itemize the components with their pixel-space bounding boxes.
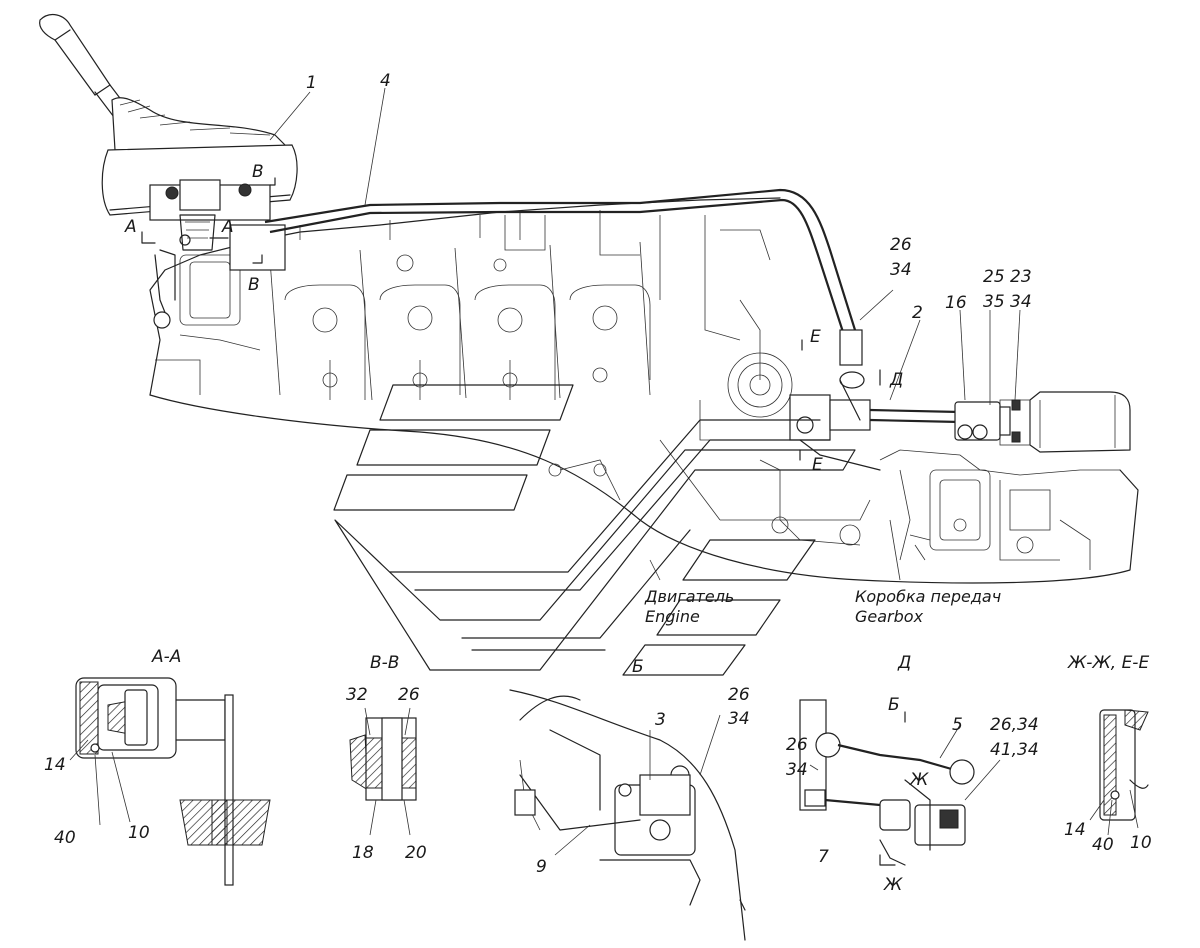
marker-b-logo: Б xyxy=(632,657,644,677)
marker-a-right: А xyxy=(221,217,234,237)
vv-callout-26: 26 xyxy=(398,685,420,705)
joint-d xyxy=(789,379,881,471)
section-zhe-view xyxy=(1089,709,1149,836)
marker-d: Д xyxy=(889,370,903,390)
callout-34-top: 34 xyxy=(890,260,912,280)
section-vv-view xyxy=(349,707,417,836)
engine-label-ru: Двигатель xyxy=(644,587,734,606)
callout-34-right: 34 xyxy=(1010,292,1032,312)
aa-callout-14: 14 xyxy=(44,755,66,775)
d-callout-26: 26 xyxy=(786,735,808,755)
section-markers xyxy=(141,177,881,461)
d-marker-zh-bottom: Ж xyxy=(883,875,903,895)
callout-16: 16 xyxy=(945,293,967,313)
view-b xyxy=(509,689,746,941)
marker-v-top: В xyxy=(252,162,264,182)
gearbox-label-ru: Коробка передач xyxy=(855,587,1001,606)
vv-callout-20: 20 xyxy=(405,843,427,863)
marker-e-top: Е xyxy=(810,327,821,347)
gear-lever xyxy=(39,13,298,329)
b-callout-3: 3 xyxy=(655,710,666,730)
gearbox-label-en: Gearbox xyxy=(855,607,924,626)
zhe-callout-14: 14 xyxy=(1064,820,1086,840)
shift-rod-4 xyxy=(264,188,865,389)
view-d xyxy=(799,699,1001,866)
engine-label-en: Engine xyxy=(645,607,700,626)
marker-v-bottom: В xyxy=(248,275,260,295)
marker-e-bottom: Е xyxy=(812,455,823,475)
callout-26-top: 26 xyxy=(890,235,912,255)
callout-1: 1 xyxy=(306,73,317,93)
section-d-title: Д xyxy=(897,653,911,673)
callouts: 1 4 26 34 2 16 25 35 23 34 В А А В Е Д Е… xyxy=(44,71,1152,895)
d-callout-5: 5 xyxy=(952,715,963,735)
callout-4: 4 xyxy=(380,71,391,91)
callout-25: 25 xyxy=(983,267,1005,287)
d-marker-zh-top: Ж xyxy=(909,770,929,790)
section-aa-view xyxy=(69,677,271,886)
b-callout-9: 9 xyxy=(536,857,547,877)
aa-callout-10: 10 xyxy=(128,823,150,843)
vv-callout-18: 18 xyxy=(352,843,374,863)
leader-lines xyxy=(269,87,1021,581)
b-callout-26: 26 xyxy=(728,685,750,705)
callout-2: 2 xyxy=(912,303,923,323)
d-callout-26-34: 26,34 xyxy=(990,715,1039,735)
shift-rod-2 xyxy=(869,399,1021,443)
section-zhe-title: Ж-Ж, Е-Е xyxy=(1067,653,1149,673)
section-aa-title: А-А xyxy=(151,647,181,667)
d-callout-7: 7 xyxy=(818,847,829,867)
section-vv-title: В-В xyxy=(370,653,399,673)
callout-23: 23 xyxy=(1010,267,1032,287)
marker-a-left: А xyxy=(124,217,137,237)
zhe-callout-10: 10 xyxy=(1130,833,1152,853)
callout-35: 35 xyxy=(983,292,1005,312)
b-callout-34: 34 xyxy=(728,709,750,729)
gearbox xyxy=(879,391,1131,570)
d-callout-34: 34 xyxy=(786,760,808,780)
chevron-logo xyxy=(333,384,856,676)
engine-block xyxy=(155,210,871,546)
zhe-callout-40: 40 xyxy=(1092,835,1114,855)
aa-callout-40: 40 xyxy=(54,828,76,848)
d-callout-41-34: 41,34 xyxy=(990,740,1039,760)
main-assembly xyxy=(39,13,1139,676)
d-marker-b: Б xyxy=(888,695,900,715)
vv-callout-32: 32 xyxy=(346,685,368,705)
